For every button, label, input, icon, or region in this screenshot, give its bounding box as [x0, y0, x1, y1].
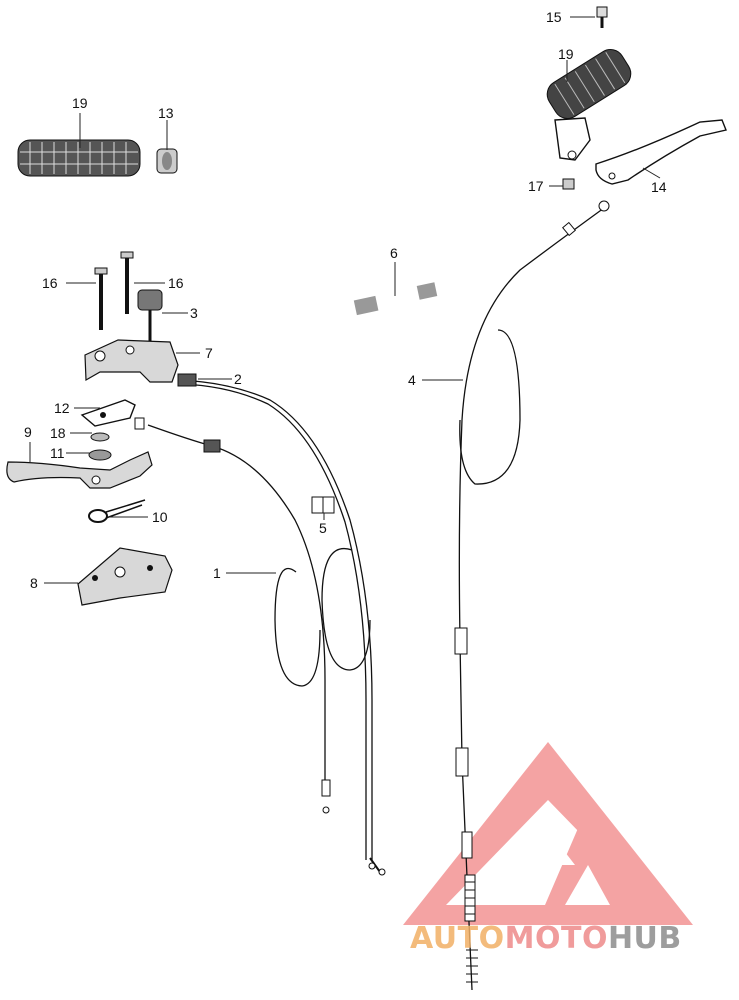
- clutch-cable: [147, 424, 331, 814]
- washer-11: [88, 449, 112, 461]
- callout-1: 1: [213, 565, 221, 581]
- callout-8: 8: [30, 575, 38, 591]
- callout-14: 14: [651, 179, 667, 195]
- callout-5: 5: [319, 520, 327, 536]
- callout-11: 11: [50, 445, 65, 461]
- small-pin: [134, 417, 145, 430]
- lever-bracket-lower: [77, 547, 173, 606]
- watermark-text: AUTOMOTOHUB: [410, 921, 682, 956]
- watermark-hub: HUB: [608, 921, 682, 956]
- lever-bracket-upper: [84, 339, 179, 383]
- watermark-auto: AUTO: [410, 921, 505, 956]
- callout-4: 4: [408, 372, 416, 388]
- callout-7: 7: [205, 345, 213, 361]
- callout-16-right: 16: [168, 275, 184, 291]
- bolt-16-left: [94, 267, 108, 330]
- svg-text:AUTOMOTOHUB: AUTOMOTOHUB: [410, 921, 682, 956]
- callout-3: 3: [190, 305, 198, 321]
- left-grip: [17, 139, 141, 177]
- handlebar: [12, 116, 562, 321]
- right-grip: [546, 49, 632, 119]
- grip-collar: [156, 148, 178, 174]
- right-lever-holder: [554, 117, 591, 161]
- choke-knob: [137, 289, 163, 342]
- bolt-16-right: [120, 251, 134, 314]
- callout-15: 15: [546, 9, 562, 25]
- callout-13: 13: [158, 105, 174, 121]
- callout-9: 9: [24, 424, 32, 440]
- callout-12: 12: [54, 400, 70, 416]
- lever-clip: [88, 499, 146, 523]
- callout-6: 6: [390, 245, 398, 261]
- leader-lines: [29, 16, 661, 584]
- callout-2: 2: [234, 371, 242, 387]
- choke-cable: [177, 373, 386, 876]
- washer-18: [90, 432, 110, 442]
- callout-19-right: 19: [558, 46, 574, 62]
- watermark-logo: [403, 742, 693, 925]
- callout-17: 17: [528, 178, 544, 194]
- nut-17: [562, 178, 575, 190]
- callout-18: 18: [50, 425, 66, 441]
- clutch-lever: [6, 451, 153, 489]
- front-brake-lever: [595, 119, 727, 185]
- callout-19-left: 19: [72, 95, 88, 111]
- callout-16-left: 16: [42, 275, 58, 291]
- front-brake-cable: [454, 200, 610, 991]
- watermark-moto: MOTO: [505, 921, 608, 956]
- cable-clamp: [311, 496, 335, 514]
- screw-15: [596, 6, 608, 28]
- lever-plate: [80, 399, 136, 427]
- callout-labels: 15 19 19 13 17 14 6 16 16 3 7 2 4 12 9 1…: [24, 9, 667, 591]
- callout-10: 10: [152, 509, 168, 525]
